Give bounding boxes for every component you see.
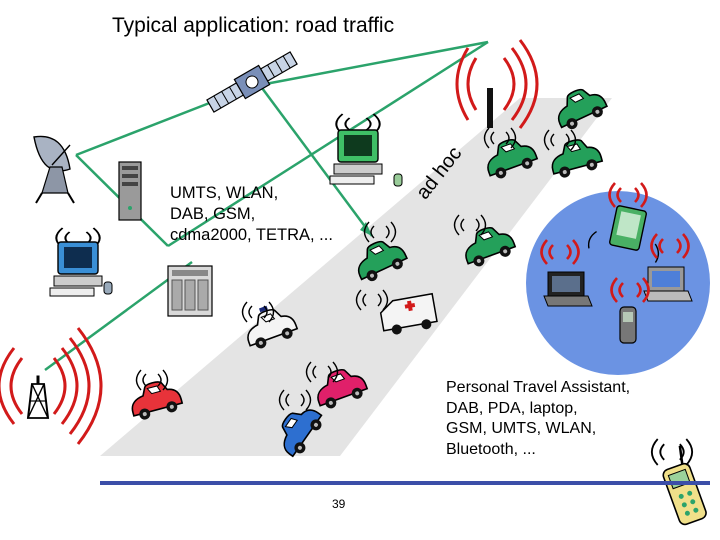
mobile-phone-icon: [619, 306, 637, 344]
satellite-icon: [206, 51, 298, 113]
ambulance-icon: [379, 292, 438, 335]
slide-title: Typical application: road traffic: [112, 14, 395, 37]
radio-mast-icon: [0, 327, 103, 445]
personal-area-bubble: [526, 191, 710, 375]
footer-bar: [100, 481, 710, 485]
technology-line: cdma2000, TETRA, ...: [170, 226, 333, 244]
pda-icon: [587, 205, 660, 263]
radio-mast-icon: [455, 39, 539, 129]
pta-line: Bluetooth, ...: [446, 440, 536, 458]
technology-line: UMTS, WLAN,: [170, 184, 279, 202]
desktop-computer-icon: [49, 227, 113, 297]
laptop-icon: [543, 271, 593, 307]
pta-line: Personal Travel Assistant,: [446, 379, 631, 396]
server-tower-icon: [118, 161, 142, 221]
pta-line: DAB, PDA, laptop,: [446, 399, 578, 417]
road: [100, 98, 612, 456]
handheld-signal: [650, 438, 694, 466]
technology-line: DAB, GSM,: [170, 205, 256, 223]
rack-base-station-icon: [167, 265, 213, 317]
satellite-dish-icon: [33, 135, 75, 204]
pta-line: GSM, UMTS, WLAN,: [446, 420, 597, 437]
page-number: 39: [332, 497, 346, 511]
link-arrowhead: [360, 222, 372, 236]
personal-travel-assistant-list: Personal Travel Assistant, DAB, PDA, lap…: [446, 378, 630, 460]
technology-list: UMTS, WLAN, DAB, GSM, cdma2000, TETRA, .…: [170, 183, 333, 246]
desktop-computer-icon: [329, 113, 403, 187]
laptop-icon: [643, 266, 693, 302]
